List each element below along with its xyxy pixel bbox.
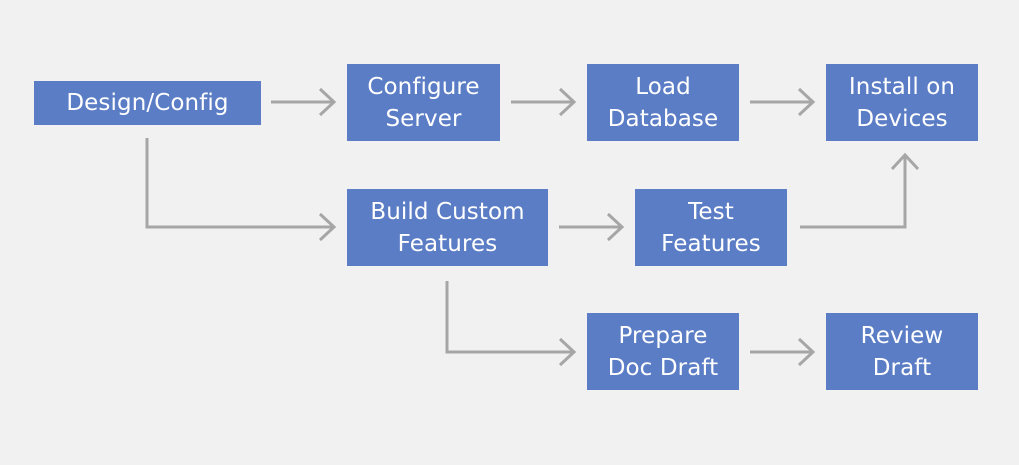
arrow-design-to-build	[145, 138, 337, 242]
node-build-custom-features: Build Custom Features	[347, 189, 548, 266]
arrow-design-to-configure	[271, 87, 337, 117]
node-review-draft: Review Draft	[826, 313, 978, 390]
arrow-build-to-prepare	[445, 281, 577, 367]
node-configure-server: Configure Server	[347, 64, 500, 141]
node-test-features: Test Features	[635, 189, 787, 266]
node-design-config: Design/Config	[34, 81, 261, 125]
node-load-database: Load Database	[587, 64, 739, 141]
arrow-test-to-install	[800, 152, 920, 229]
arrow-load-to-install	[750, 87, 816, 117]
arrow-configure-to-load	[511, 87, 577, 117]
node-install-on-devices: Install on Devices	[826, 64, 978, 141]
arrow-prepare-to-review	[750, 337, 816, 367]
arrow-build-to-test	[559, 212, 625, 242]
node-prepare-doc-draft: Prepare Doc Draft	[587, 313, 739, 390]
